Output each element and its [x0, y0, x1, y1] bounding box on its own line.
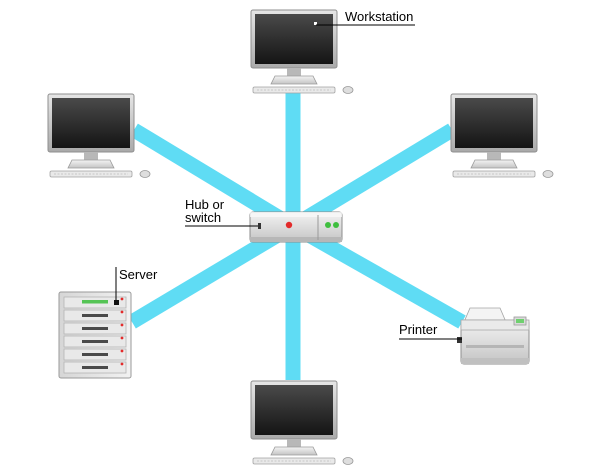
server-rack-icon	[58, 291, 132, 379]
network-switch-icon	[249, 211, 343, 243]
label-server: Server	[114, 267, 158, 305]
printer	[457, 307, 530, 365]
hub-switch	[249, 211, 343, 243]
monitor-icon	[250, 9, 354, 94]
workstation-right	[450, 93, 554, 178]
printer-label: Printer	[399, 322, 438, 337]
label-printer: Printer	[399, 322, 462, 340]
hub-label-line2: switch	[185, 210, 221, 225]
monitor-icon	[250, 380, 354, 465]
hub-label-line1: Hub or	[185, 197, 225, 212]
label-hub: Hub or switch	[185, 197, 258, 227]
server	[58, 291, 132, 379]
monitor-icon	[450, 93, 554, 178]
workstation-bottom	[250, 380, 354, 465]
workstation-top	[250, 9, 354, 94]
printer-icon	[457, 307, 530, 365]
link-upper-left	[130, 123, 297, 233]
link-upper-right	[289, 123, 456, 233]
server-label: Server	[119, 267, 158, 282]
workstation-label: Workstation	[345, 9, 413, 24]
label-workstation: Workstation	[316, 9, 415, 26]
